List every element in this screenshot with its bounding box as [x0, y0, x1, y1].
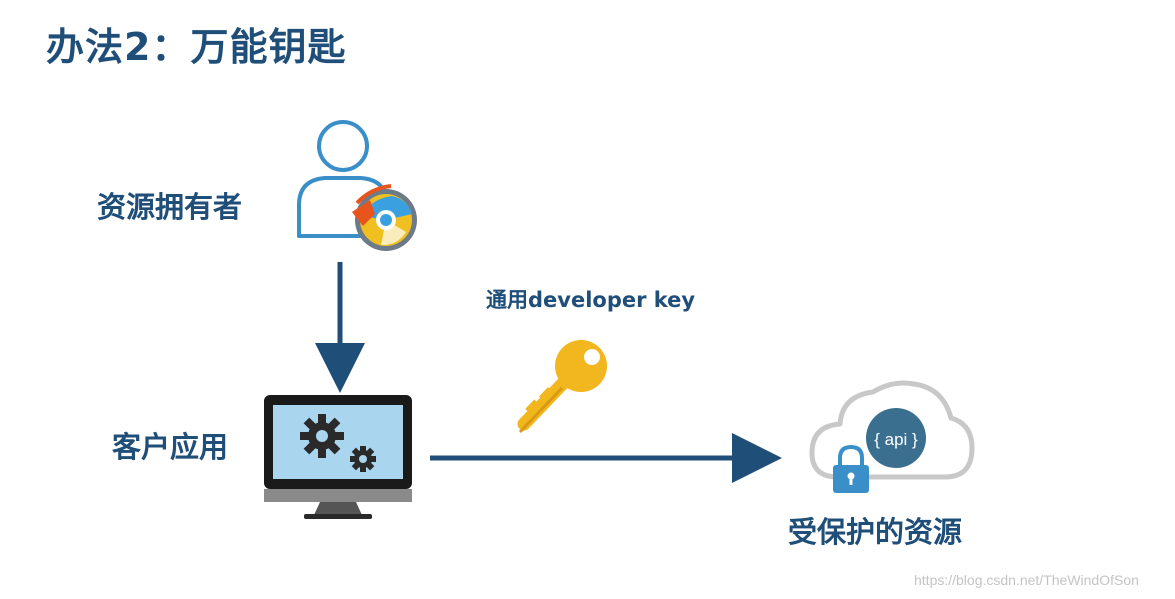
key-icon — [517, 340, 607, 434]
page-title: 办法2：万能钥匙 — [46, 25, 347, 69]
client-app-label: 客户应用 — [112, 430, 229, 464]
resource-owner-label: 资源拥有者 — [97, 190, 243, 224]
browser-icon — [352, 184, 417, 251]
gear-icon — [300, 414, 376, 472]
lock-icon — [833, 444, 869, 493]
computer-icon — [264, 395, 412, 519]
protected-resource-label: 受保护的资源 — [788, 515, 963, 549]
developer-key-label: 通用developer key — [486, 288, 696, 312]
api-badge: { api } — [866, 408, 926, 468]
api-badge-text: { api } — [874, 430, 918, 449]
watermark: https://blog.csdn.net/TheWindOfSon — [914, 572, 1139, 588]
